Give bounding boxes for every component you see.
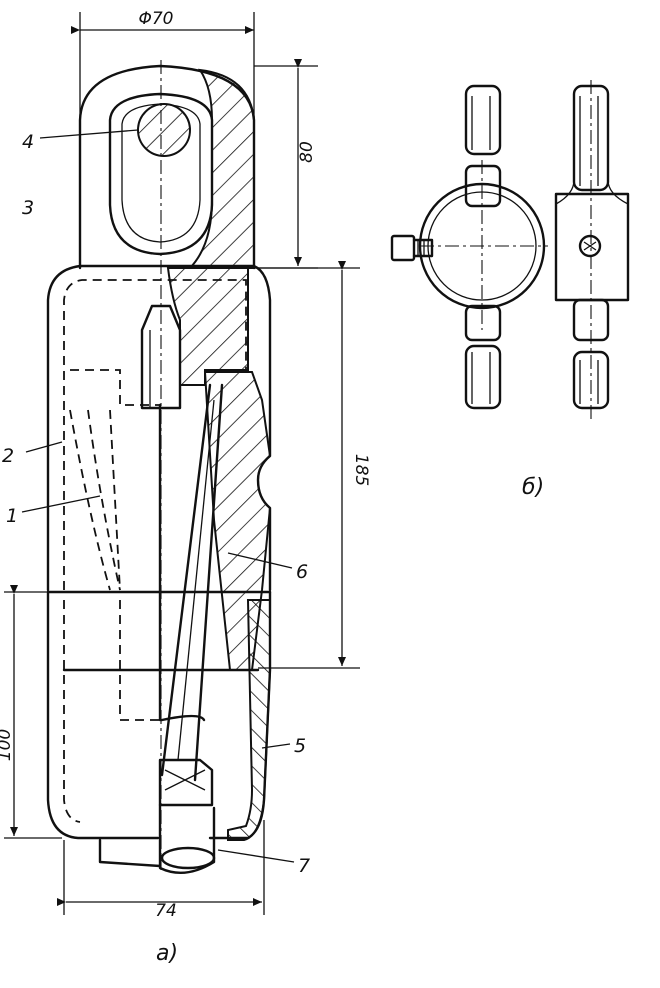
- wedge-6: [203, 371, 272, 671]
- part-label-1: 1: [6, 505, 18, 527]
- part-label-5: 5: [294, 735, 306, 757]
- main-view: Φ70 80 185 100 74 4 3 2 1 6 5: [0, 9, 371, 966]
- bar-clamp-view: [554, 80, 630, 420]
- dimension-bottom-width: 74: [155, 901, 177, 921]
- dimension-middle-height: 185: [351, 454, 371, 486]
- head-hatched-section: [187, 68, 255, 269]
- dimension-head-height: 80: [297, 141, 317, 163]
- twisted-end: [158, 714, 214, 807]
- part-label-6: 6: [296, 561, 308, 583]
- taper-body: [158, 383, 224, 782]
- upper-wedge-section: [166, 267, 249, 386]
- side-view: б): [390, 80, 630, 500]
- part-label-7: 7: [298, 855, 310, 877]
- wedge-hidden-lines: [69, 409, 121, 591]
- part-label-4: 4: [22, 131, 34, 153]
- caption-side-view: б): [522, 475, 544, 500]
- ring-clamp-view: [390, 84, 548, 410]
- caption-main-view: а): [156, 941, 178, 966]
- dimension-top-width: Φ70: [138, 9, 173, 29]
- eye-slot: [108, 92, 214, 256]
- pin-7: [98, 803, 216, 874]
- part-label-2: 2: [2, 445, 14, 467]
- pin-4: [137, 103, 191, 157]
- dimension-lower-height: 100: [0, 729, 15, 761]
- body-hidden-outline: [63, 279, 247, 590]
- part-label-3: 3: [22, 197, 34, 219]
